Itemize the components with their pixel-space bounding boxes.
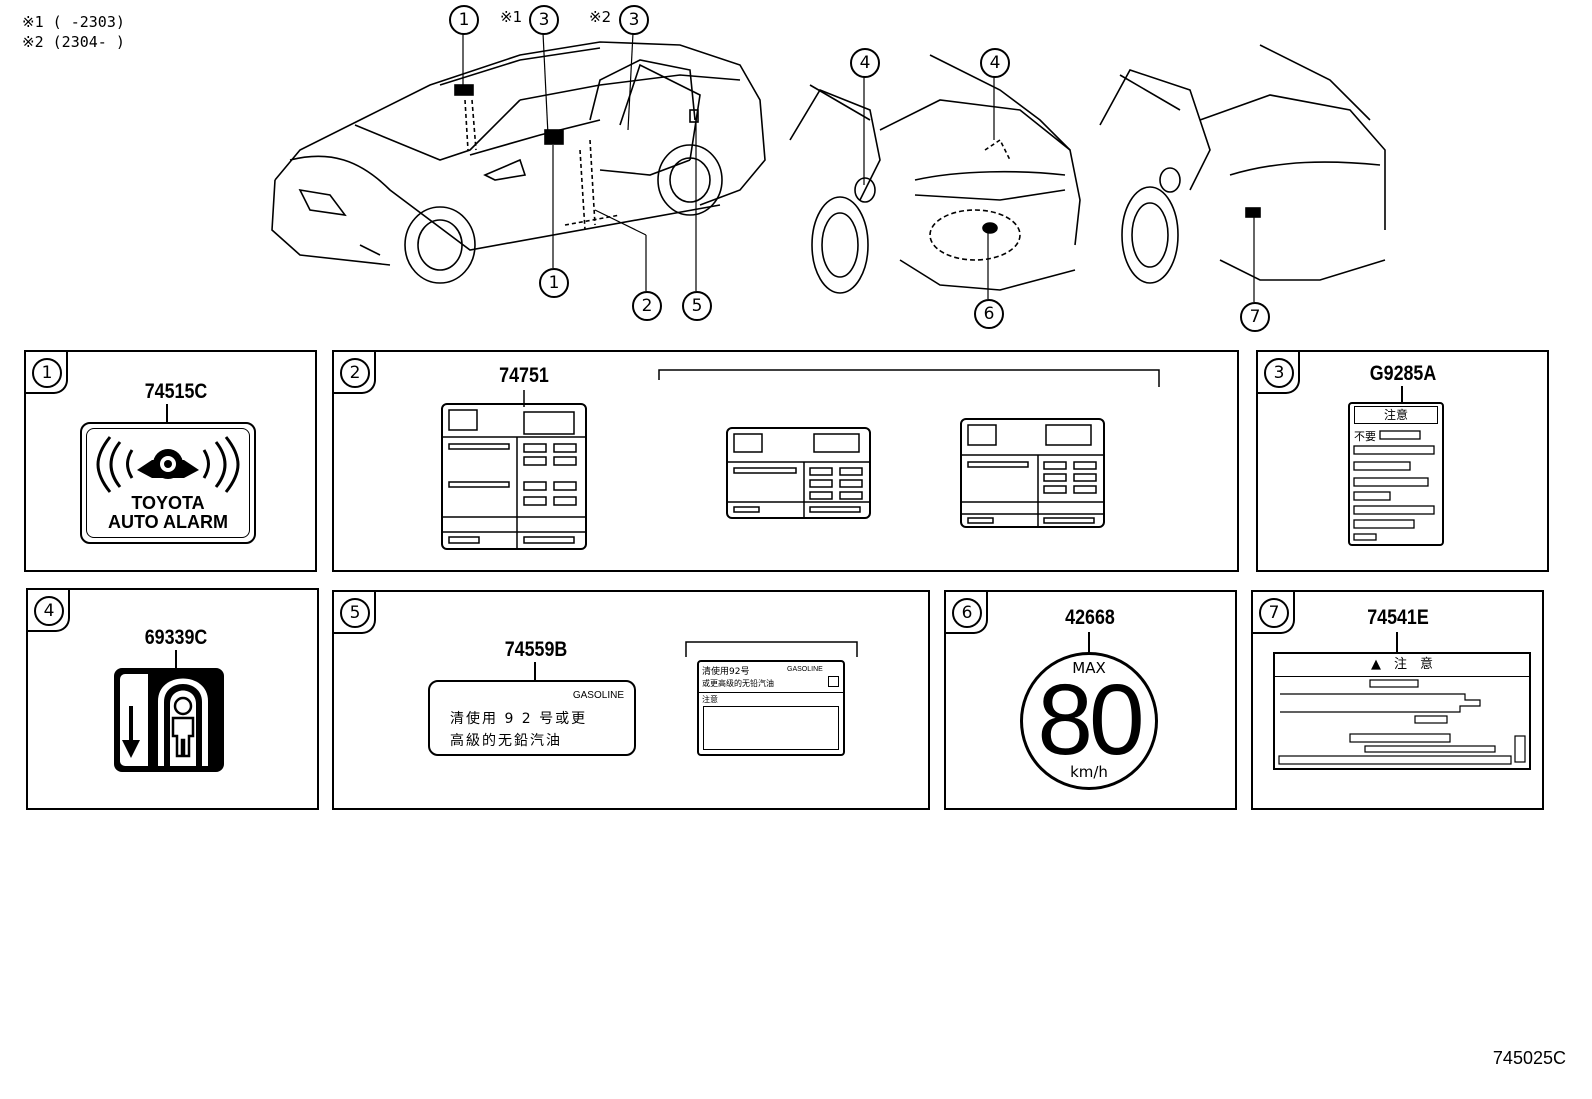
panel-6-number: 6 — [952, 598, 982, 628]
vehicle-illustrations — [271, 32, 1386, 302]
fuel-label-alt-line-1: 清使用92号 — [702, 667, 750, 677]
fuel-label-gasoline: GASOLINE — [572, 690, 624, 701]
caution-label-header: 注意 — [1354, 406, 1438, 424]
callout-2: 2 — [632, 291, 662, 321]
legend: ※1 ( -2303) ※2 (2304- ) — [22, 12, 125, 52]
callout-4b: 4 — [980, 48, 1010, 78]
panel-2-number: 2 — [340, 358, 370, 388]
rear-caution-label: ▲ 注 意 — [1273, 652, 1531, 770]
legend-note-1: ※1 ( -2303) — [22, 13, 125, 31]
panel-4-part-number: 69339C — [144, 626, 208, 649]
caution-label-line: 不要 — [1354, 430, 1376, 443]
drawing-code: 745025C — [1492, 1048, 1566, 1068]
panel-2: 2 74751 — [332, 350, 1239, 572]
panel-1: 1 74515C TOYOTA AUTO ALARM — [24, 350, 317, 572]
panel-4: 4 69339C — [26, 588, 319, 810]
callout-4a: 4 — [850, 48, 880, 78]
fuel-label: GASOLINE 清使用 9 2 号或更 高級的无鉛汽油 — [428, 680, 636, 756]
panel-7: 7 74541E ▲ 注 意 — [1251, 590, 1544, 810]
front-side-car — [271, 41, 766, 284]
panel-2-part-number: 74751 — [499, 364, 549, 387]
fuel-label-line-2: 高級的无鉛汽油 — [450, 733, 562, 749]
panel-6-part-number: 42668 — [1065, 606, 1115, 629]
panel-4-number: 4 — [34, 596, 64, 626]
callout-3a: 3 — [529, 5, 559, 35]
panel-6: 6 42668 MAX 80 km/h — [944, 590, 1237, 810]
fuel-label-line-1: 清使用 9 2 号或更 — [450, 711, 588, 727]
fuel-label-alt-gasoline: GASOLINE — [787, 666, 823, 673]
callout-3a-prefix: ※1 — [500, 8, 523, 26]
alarm-label-line-1: TOYOTA — [131, 493, 205, 513]
callout-1-top: 1 — [449, 5, 479, 35]
callout-6: 6 — [974, 299, 1004, 329]
panel-7-number: 7 — [1259, 598, 1289, 628]
rear-caution-header: ▲ 注 意 — [1275, 654, 1529, 677]
panel-7-part-number: 74541E — [1367, 606, 1429, 629]
child-trunk-release-icon — [114, 668, 224, 772]
fuel-label-alt-line-3: 注意 — [702, 695, 718, 704]
callout-7: 7 — [1240, 302, 1270, 332]
tire-info-labels — [441, 369, 1160, 550]
callout-1-bottom: 1 — [539, 268, 569, 298]
fuel-label-alt: 清使用92号 GASOLINE 或更高级的无铅汽油 注意 — [697, 660, 845, 756]
speed-limit-unit: km/h — [1070, 763, 1108, 781]
fuel-label-alt-line-2: 或更高级的无铅汽油 — [702, 679, 774, 688]
alarm-horn-icon — [96, 436, 240, 493]
auto-alarm-label: TOYOTA AUTO ALARM — [80, 422, 256, 544]
callout-3b-prefix: ※2 — [589, 8, 612, 26]
caution-label: 注意 不要 — [1348, 402, 1444, 546]
panel-5: 5 74559B GASOLINE 清使用 9 2 号或更 高級的无鉛汽油 清使… — [332, 590, 930, 810]
speed-limit-sign: MAX 80 km/h — [1020, 652, 1158, 790]
rear-car-left — [789, 54, 1081, 294]
legend-note-2: ※2 (2304- ) — [22, 33, 125, 51]
rear-car-right — [1099, 44, 1386, 284]
panel-3: 3 G9285A 注意 不要 — [1256, 350, 1549, 572]
panel-1-number: 1 — [32, 358, 62, 388]
callout-5: 5 — [682, 291, 712, 321]
panel-3-number: 3 — [1264, 358, 1294, 388]
panel-1-part-number: 74515C — [144, 380, 208, 403]
speed-limit-value: 80 — [1037, 664, 1144, 776]
speed-limit-max: MAX — [1072, 659, 1106, 677]
panel-5-number: 5 — [340, 598, 370, 628]
panel-3-part-number: G9285A — [1369, 362, 1437, 385]
leader-lines — [462, 32, 1255, 302]
callout-3b: 3 — [619, 5, 649, 35]
panel-5-part-number: 74559B — [504, 638, 568, 661]
alarm-label-line-2: AUTO ALARM — [108, 512, 228, 532]
